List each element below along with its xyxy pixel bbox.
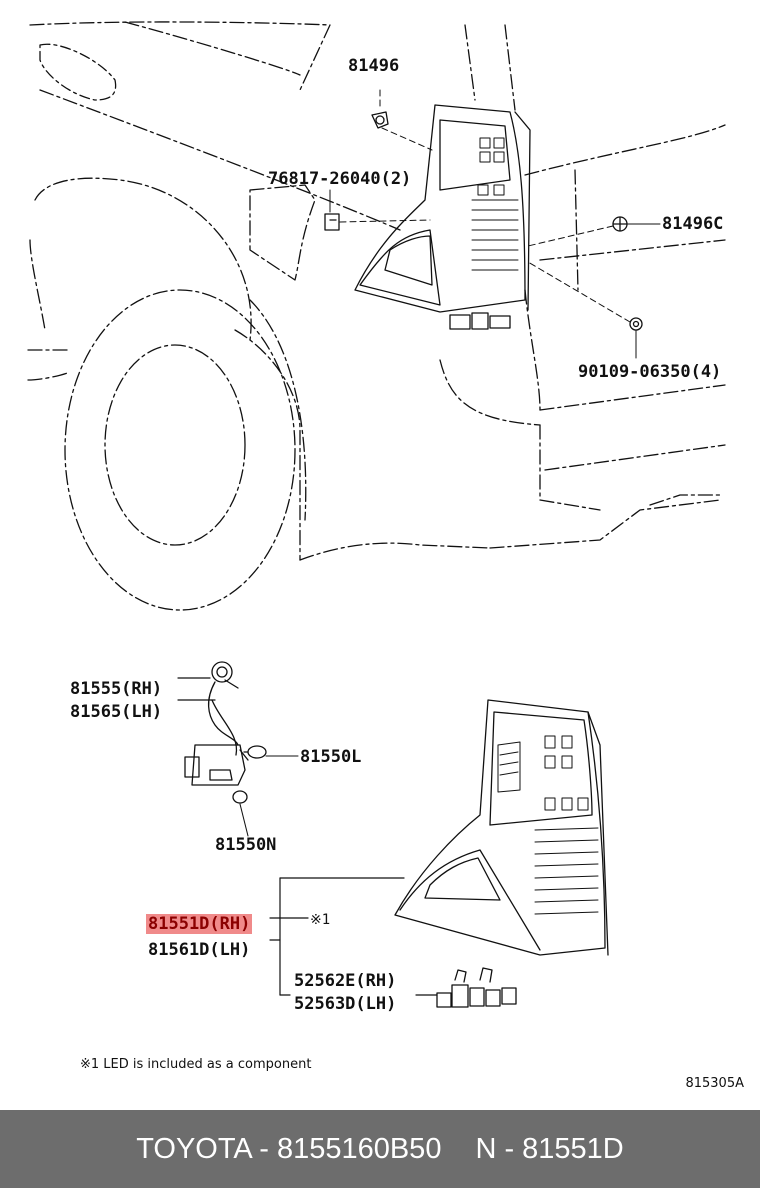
- vehicle-body-outline: [27, 21, 726, 561]
- footer-bar: TOYOTA - 8155160B50 N - 81551D: [0, 1110, 760, 1188]
- socket-wire-81555: [184, 661, 249, 786]
- label-81555[interactable]: 81555(RH): [70, 679, 163, 699]
- label-81550n[interactable]: 81550N: [215, 835, 277, 855]
- leaders-upper: [339, 89, 631, 323]
- label-81550l[interactable]: 81550L: [300, 747, 362, 767]
- connector-52562e: [436, 967, 517, 1008]
- label-90109-06350[interactable]: 90109-06350(4): [578, 362, 722, 382]
- footer-ref-code: N - 81551D: [475, 1132, 624, 1165]
- figure-code: 815305A: [685, 1076, 744, 1091]
- door-handle: [39, 43, 117, 101]
- label-81551d-highlighted[interactable]: 81551D(RH): [146, 914, 253, 934]
- label-81496c[interactable]: 81496C: [662, 214, 724, 234]
- label-81496[interactable]: 81496: [348, 56, 400, 76]
- bracket-76817: [324, 213, 340, 231]
- screw-90109: [629, 317, 643, 331]
- label-81565[interactable]: 81565(LH): [70, 702, 163, 722]
- footnote: ※1 LED is included as a component: [80, 1057, 312, 1072]
- parts-diagram: [27, 21, 726, 1008]
- label-76817-26040[interactable]: 76817-26040(2): [268, 169, 412, 189]
- bulb-81550l: [243, 745, 267, 759]
- upper-tail-lamp: [354, 104, 531, 330]
- label-note-mark: ※1: [310, 912, 331, 928]
- rear-wheel: [64, 289, 307, 611]
- bulb-81550n: [232, 790, 248, 804]
- label-52563d[interactable]: 52563D(LH): [294, 994, 397, 1014]
- bracket-lines: [177, 677, 438, 996]
- label-81561d[interactable]: 81561D(LH): [148, 940, 251, 960]
- footer-part-number: TOYOTA - 8155160B50: [136, 1132, 442, 1165]
- lower-tail-lamp: [394, 699, 609, 956]
- label-52562e[interactable]: 52562E(RH): [294, 971, 397, 991]
- highlight-marker: 81551D(RH): [146, 914, 253, 934]
- clip-81496: [371, 111, 389, 129]
